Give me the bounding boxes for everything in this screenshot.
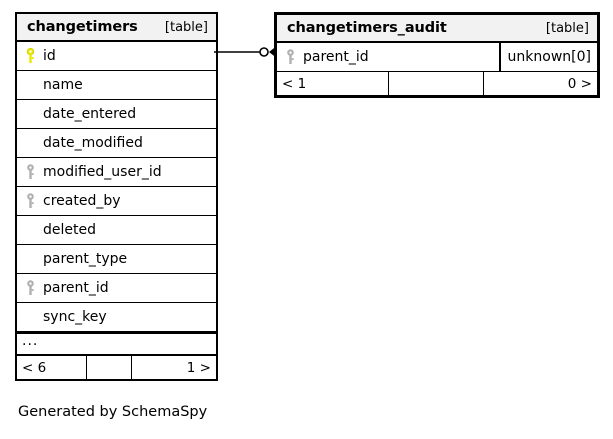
key-glyph	[26, 280, 34, 295]
column-name: sync_key	[43, 309, 107, 325]
generated-by-caption: Generated by SchemaSpy	[18, 404, 208, 420]
column-name: date_entered	[43, 106, 137, 122]
key-icon-foreign	[17, 164, 43, 180]
column-name: parent_id	[43, 280, 109, 296]
table-type-label: [table]	[545, 20, 589, 36]
column-name: date_modified	[43, 135, 143, 151]
column-name: name	[43, 77, 83, 93]
key-glyph	[26, 48, 34, 63]
entity-table-changetimers[interactable]: changetimers [table] id name date_ente	[15, 12, 218, 381]
key-glyph	[26, 164, 34, 179]
column-name: created_by	[43, 193, 121, 209]
table-row[interactable]: modified_user_id	[17, 158, 216, 187]
table-footer-pager: < 1 0 >	[277, 72, 597, 95]
table-row[interactable]: parent_type	[17, 245, 216, 274]
key-glyph	[286, 49, 294, 64]
table-name: changetimers	[27, 19, 138, 35]
pager-middle	[388, 72, 483, 95]
pager-middle	[86, 356, 131, 379]
entity-table-changetimers-audit[interactable]: changetimers_audit [table] parent_id unk…	[274, 12, 600, 98]
ellipsis-label: ...	[22, 333, 39, 349]
table-row[interactable]: date_entered	[17, 100, 216, 129]
table-row[interactable]: parent_id unknown[0]	[277, 43, 597, 72]
key-glyph	[26, 193, 34, 208]
column-name: parent_type	[43, 251, 128, 267]
table-row[interactable]: date_modified	[17, 129, 216, 158]
table-row[interactable]: parent_id	[17, 274, 216, 303]
table-row[interactable]: deleted	[17, 216, 216, 245]
column-name: deleted	[43, 222, 96, 238]
column-type: unknown[0]	[498, 43, 597, 71]
table-row[interactable]: name	[17, 71, 216, 100]
table-header-changetimers: changetimers [table]	[17, 14, 216, 42]
table-type-label: [table]	[164, 19, 208, 35]
table-row[interactable]: created_by	[17, 187, 216, 216]
pager-next[interactable]: 0 >	[483, 72, 597, 95]
column-name: id	[43, 48, 56, 64]
table-footer-pager: < 6 1 >	[17, 356, 216, 379]
key-icon-primary	[17, 48, 43, 64]
relationship-connector	[214, 44, 278, 60]
column-name: parent_id	[303, 49, 369, 65]
table-row[interactable]: sync_key	[17, 303, 216, 332]
zero-or-one-circle-icon	[259, 47, 269, 57]
table-header-changetimers-audit: changetimers_audit [table]	[277, 15, 597, 43]
key-icon-foreign	[17, 193, 43, 209]
table-name: changetimers_audit	[287, 20, 447, 36]
more-columns-indicator: ...	[17, 332, 216, 356]
column-name: modified_user_id	[43, 164, 162, 180]
key-icon-foreign	[17, 280, 43, 296]
pager-prev[interactable]: < 1	[282, 75, 307, 92]
pager-prev[interactable]: < 6	[22, 359, 47, 376]
table-row[interactable]: id	[17, 42, 216, 71]
key-icon-foreign	[277, 49, 303, 65]
pager-next[interactable]: 1 >	[131, 356, 216, 379]
